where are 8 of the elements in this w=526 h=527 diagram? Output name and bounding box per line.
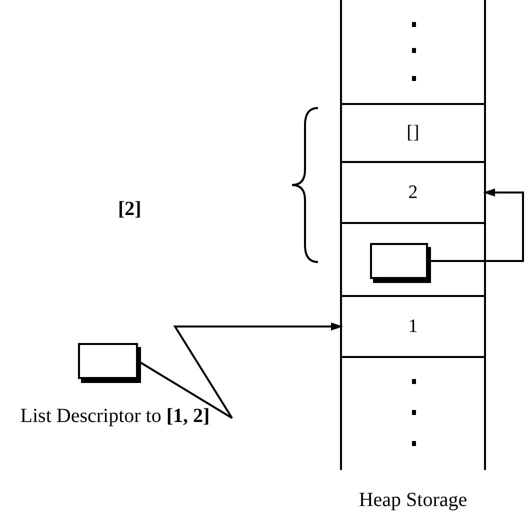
index-label: [2]	[118, 198, 142, 221]
node-label: Heap Storage	[358, 488, 468, 513]
heap-column	[340, 0, 486, 470]
heap-cell: 1	[342, 295, 484, 358]
heap-cell: []	[342, 103, 484, 163]
heap-cell: 2	[342, 161, 484, 224]
arrow	[428, 188, 524, 262]
node-label: List Descriptor to [1, 2]	[20, 404, 210, 429]
